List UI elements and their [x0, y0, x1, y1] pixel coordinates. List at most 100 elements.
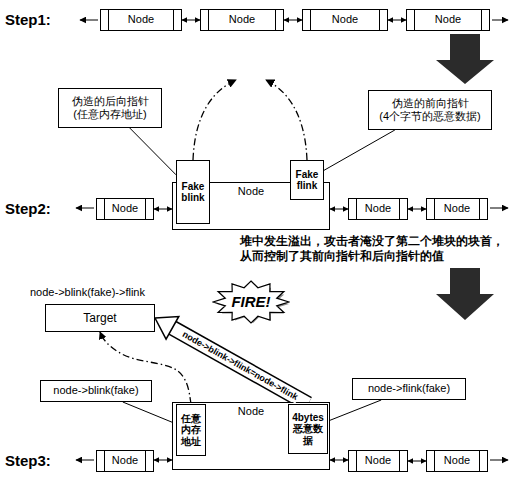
pointer-link-line: [284, 20, 302, 21]
pointer-cell: [479, 199, 480, 219]
leader-line-path: [123, 402, 176, 424]
callout-box: node->flink(fake): [352, 378, 466, 400]
pointer-link: [154, 209, 172, 210]
node-text: Node: [112, 202, 138, 215]
fake-pointer: Fake blink: [176, 160, 210, 224]
callout-box: 伪造的前向指针 (4个字节的恶意数据): [368, 90, 492, 130]
dangling-pointer: [492, 20, 508, 21]
step-label: Step3:: [5, 452, 51, 469]
pointer-cell: [356, 451, 357, 471]
forged-pointer-arc: [266, 80, 307, 160]
pointer-link: [154, 460, 172, 461]
pointer-cell: [275, 10, 276, 30]
pointer-link: [388, 20, 406, 21]
pointer-link: [330, 460, 348, 461]
node-text: Node: [332, 13, 358, 26]
node-text: Node: [238, 405, 264, 418]
pointer-link-line: [154, 209, 172, 210]
list-node: Node: [348, 198, 408, 220]
leader-line-path: [130, 128, 176, 175]
list-node: Node: [200, 9, 284, 31]
pointer-cell: [434, 451, 435, 471]
edge-label: node->blink->flink=node->flink: [180, 329, 301, 404]
node-text: Node: [238, 185, 264, 198]
leader-line-path: [324, 130, 395, 170]
forged-pointer-arc: [193, 80, 236, 160]
leader-line: [324, 130, 395, 170]
pointer-cell: [108, 10, 109, 30]
arrow-head: [155, 316, 179, 339]
node-text: 伪造的前向指针 (4个字节的恶意数据): [372, 97, 488, 123]
node-text: 4bytes 恶意数据: [291, 412, 325, 447]
pointer-cell: [399, 451, 400, 471]
pointer-link: [330, 209, 348, 210]
heap-chunk: NodeFake blinkFake flink: [172, 182, 330, 230]
pointer-cell: [379, 10, 380, 30]
leader-line-path: [328, 400, 381, 421]
leader-line: [328, 400, 381, 421]
list-node: Node: [96, 198, 154, 220]
pointer-cell: [145, 199, 146, 219]
node-text: Node: [365, 454, 391, 467]
dangling-pointer: [76, 460, 94, 461]
pointer-link-line: [330, 460, 348, 461]
overwrite-arrow: [155, 316, 308, 404]
pointer-cell: [356, 199, 357, 219]
pointer-cell: [104, 199, 105, 219]
pointer-link-line: [408, 209, 426, 210]
node-text: Node: [112, 454, 138, 467]
burst-shape: [213, 281, 289, 323]
list-node: Node: [100, 9, 182, 31]
pointer-cell: [481, 10, 482, 30]
pointer-link: [408, 461, 426, 462]
node-text: 任意内存地址: [179, 413, 203, 448]
node-text: Node: [365, 202, 391, 215]
callout-box: node->blink(fake): [40, 380, 152, 402]
node-text: Node: [128, 13, 154, 26]
step-arrow: [436, 34, 494, 84]
node-text: Fake flink: [293, 169, 321, 192]
list-node: Node: [348, 450, 408, 472]
pointer-link-line: [154, 460, 172, 461]
callout-box: 伪造的后向指针 (任意内存地址): [58, 88, 162, 128]
step-arrow: [436, 268, 494, 320]
arrow-shaft-fill: [172, 328, 308, 404]
pointer-link-line: [408, 461, 426, 462]
pointer-cell: [414, 10, 415, 30]
note-text: 堆中发生溢出，攻击者淹没了第二个堆块的块首，从而控制了其前向指针和后向指针的值: [240, 234, 506, 264]
pointer-cell: [173, 10, 174, 30]
node-text: FIRE!: [231, 293, 270, 311]
target-box: node->blink(fake)->flinkTarget: [45, 304, 155, 332]
dangling-pointer: [76, 208, 94, 209]
leader-line: [123, 402, 176, 424]
pointer-cell: [479, 451, 480, 471]
pointer-link: [408, 209, 426, 210]
fake-pointer: 4bytes 恶意数据: [288, 404, 328, 454]
node-text: node->blink(fake): [53, 384, 138, 397]
pointer-cell: [434, 199, 435, 219]
heap-chunk: Node 任意内存地址 4bytes 恶意数据: [172, 402, 330, 470]
fake-pointer: Fake flink: [290, 160, 324, 200]
list-node: Node: [302, 9, 388, 31]
node-text: node->flink(fake): [368, 382, 450, 395]
node-text: Fake blink: [179, 181, 207, 204]
node-text: Target: [83, 311, 116, 325]
fire-burst: FIRE!: [212, 280, 290, 324]
list-node: Node: [406, 9, 490, 31]
leader-line: [130, 128, 176, 175]
pointer-link-line: [388, 20, 406, 21]
pointer-cell: [399, 199, 400, 219]
node-text: Node: [444, 202, 470, 215]
pointer-link: [182, 20, 200, 21]
node-text: Node: [435, 13, 461, 26]
pointer-cell: [208, 10, 209, 30]
node-text: Node: [444, 454, 470, 467]
node-text: 伪造的后向指针 (任意内存地址): [62, 95, 158, 121]
node-text: Node: [229, 13, 255, 26]
step-label: Step1:: [5, 11, 51, 28]
arrow-shaft-outline: [172, 328, 308, 404]
pointer-cell: [104, 451, 105, 471]
dangling-pointer: [490, 460, 508, 461]
fake-pointer: 任意内存地址: [176, 404, 206, 456]
